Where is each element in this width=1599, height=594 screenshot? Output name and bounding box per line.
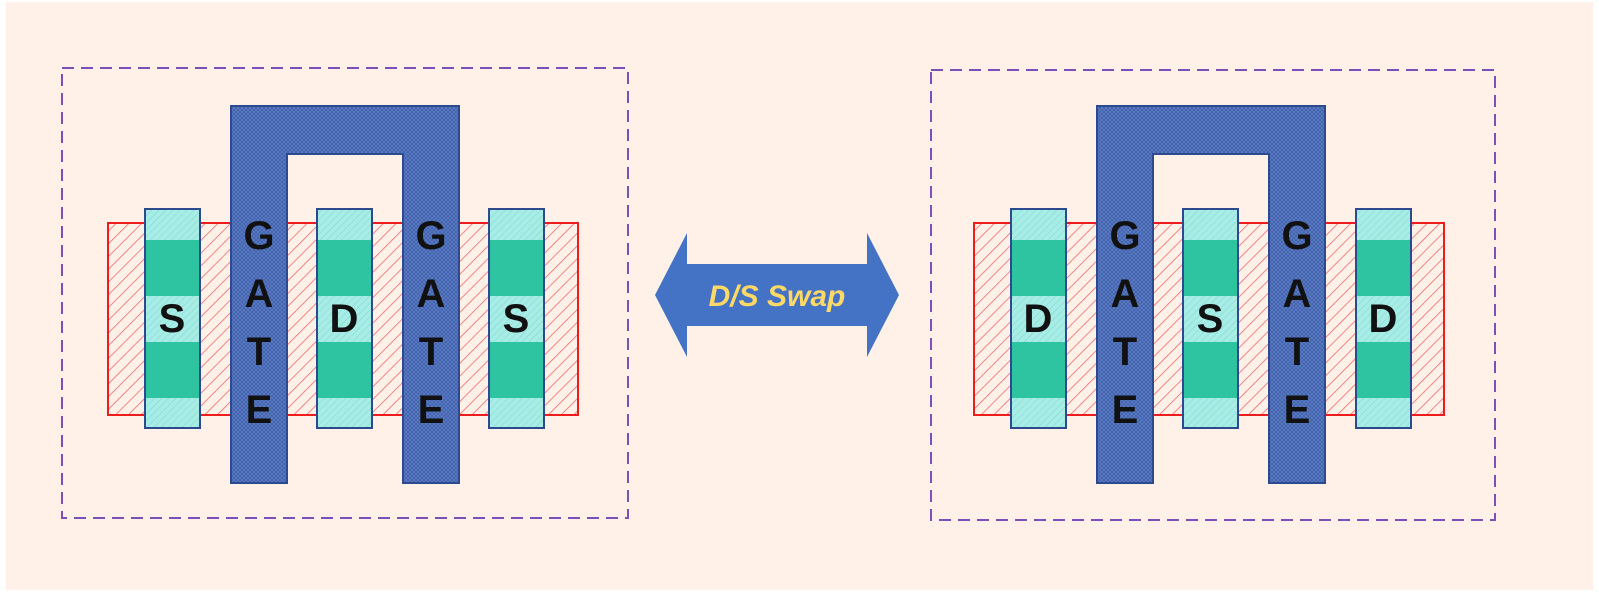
right-cell-boundary xyxy=(930,69,1496,521)
left-terminal-label-2: D xyxy=(330,297,359,341)
double-headed-arrow-icon: D/S Swap xyxy=(655,233,899,357)
left-gate-poly xyxy=(230,105,460,484)
right-contact-1 xyxy=(1010,208,1067,429)
left-contact-2 xyxy=(316,208,373,429)
left-cell-boundary xyxy=(61,67,629,519)
swap-label: D/S Swap xyxy=(709,280,846,313)
left-contact-3 xyxy=(488,208,545,429)
right-contact-3 xyxy=(1355,208,1412,429)
right-gate-poly xyxy=(1096,105,1326,484)
right-terminal-label-3: D xyxy=(1369,297,1398,341)
right-terminal-label-1: D xyxy=(1024,297,1053,341)
left-terminal-label-3: S xyxy=(503,297,530,341)
right-terminal-label-2: S xyxy=(1197,297,1224,341)
left-terminal-label-1: S xyxy=(159,297,186,341)
right-contact-2 xyxy=(1182,208,1239,429)
left-contact-1 xyxy=(144,208,201,429)
